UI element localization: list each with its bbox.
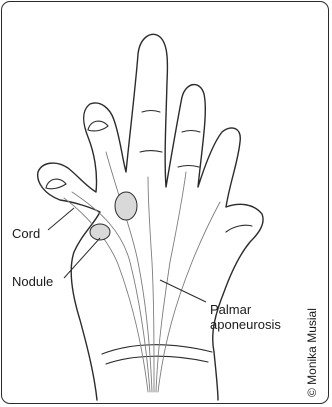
cord-label: Cord	[12, 226, 40, 241]
copyright-credit: © Monika Musial	[305, 308, 319, 397]
palmar-aponeurosis-label-line2: aponeurosis	[210, 317, 281, 332]
figure-frame: Cord Nodule Palmar aponeurosis © Monika …	[1, 1, 329, 404]
fingernail-ring	[88, 121, 108, 131]
finger-crease	[142, 111, 160, 113]
wrist-crease	[106, 356, 208, 364]
nodule-shape	[115, 192, 137, 220]
fingernail-small	[46, 179, 66, 189]
palmar-aponeurosis-label-line1: Palmar	[210, 302, 251, 317]
finger-crease	[140, 151, 162, 153]
wrist-crease	[102, 345, 212, 354]
hand-illustration	[2, 2, 329, 404]
finger-crease	[182, 131, 200, 133]
thumb-crease	[226, 225, 252, 232]
nodule-shape	[90, 224, 110, 240]
nodule-label: Nodule	[12, 274, 53, 289]
aponeurosis-fibers	[64, 152, 220, 392]
finger-crease	[178, 166, 199, 168]
